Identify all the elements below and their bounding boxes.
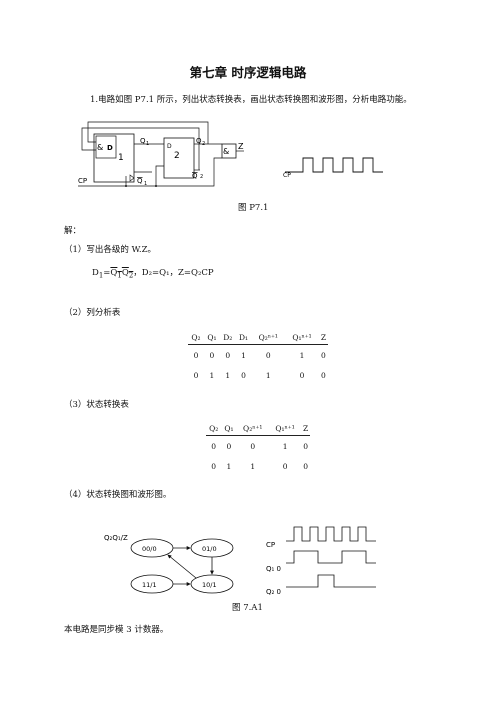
flip-flop-2	[163, 137, 195, 179]
step-1-heading: （1）写出各级的 W.Z。	[64, 245, 156, 255]
eq-rest: ，D₂=Q₁，Z=Q₂CP	[133, 268, 214, 278]
q2-bar-label: Q	[192, 172, 198, 180]
cp-waveform: CP	[283, 157, 383, 179]
eq-q1-bar: Q1Q2	[110, 268, 134, 280]
step-2-heading: （2）列分析表	[64, 308, 121, 318]
waveform-diagram: CP Q₁ 0 Q₂ 0	[266, 526, 376, 596]
circuit-diagram: & D 1 D 2 & Q 1 Q 2 Z Q 1 Q 2 CP	[78, 121, 244, 187]
waveform-cp-label: CP	[266, 541, 275, 549]
ff2-number: 2	[174, 151, 180, 161]
q1-bar-sub: 1	[144, 181, 147, 187]
and-gate-1	[95, 135, 117, 159]
q1-output-sub: 1	[146, 141, 149, 147]
cp-waveform-label: CP	[283, 172, 291, 179]
and-gate-1-label: &	[97, 143, 103, 152]
waveform-q1-label: Q₁ 0	[266, 565, 281, 573]
z-output-label: Z	[238, 142, 244, 151]
q1-bar-label: Q	[137, 177, 143, 185]
cp-input-label: CP	[78, 177, 87, 185]
waveform-q2-label: Q₂ 0	[266, 588, 281, 596]
ff2-d-label: D	[167, 143, 172, 150]
solution-label: 解：	[64, 226, 82, 236]
ff1-d-label: D	[107, 144, 113, 152]
problem-statement: 1.电路如图 P7.1 所示，列出状态转换表，画出状态转换图和波形图，分析电路功…	[90, 95, 412, 105]
step-3-heading: （3）状态转换表	[64, 400, 129, 410]
eq-d1: D	[92, 268, 99, 278]
eq-sign: =	[103, 268, 111, 278]
state-10-label: 10/1	[202, 581, 217, 589]
equation-line: D1=Q1Q2，D₂=Q₁，Z=Q₂CP	[92, 266, 214, 280]
state-diagram-legend: Q₂Q₁/Z	[104, 534, 128, 542]
q2-output-sub: 2	[202, 141, 205, 147]
q2-bar-sub: 2	[200, 174, 203, 180]
eq-d1-sub: 1	[98, 271, 104, 280]
page-title: 第七章 时序逻辑电路	[189, 65, 307, 80]
conclusion-text: 本电路是同步模 3 计数器。	[64, 625, 169, 635]
figure-caption-7-a1: 图 7.A1	[232, 603, 263, 613]
q1-output-label: Q	[140, 137, 146, 145]
state-diagram: Q₂Q₁/Z 00/0 01/0 10/1 11/1	[104, 534, 234, 594]
figure-caption-p7-1: 图 P7.1	[238, 203, 269, 213]
state-11-label: 11/1	[142, 581, 157, 589]
state-00-label: 00/0	[142, 545, 157, 553]
state-01-label: 01/0	[202, 545, 217, 553]
state-10	[190, 574, 234, 594]
ff1-number: 1	[118, 153, 124, 163]
step-4-heading: （4）状态转换图和波形图。	[64, 490, 172, 500]
and-gate-z-label: &	[223, 147, 229, 156]
